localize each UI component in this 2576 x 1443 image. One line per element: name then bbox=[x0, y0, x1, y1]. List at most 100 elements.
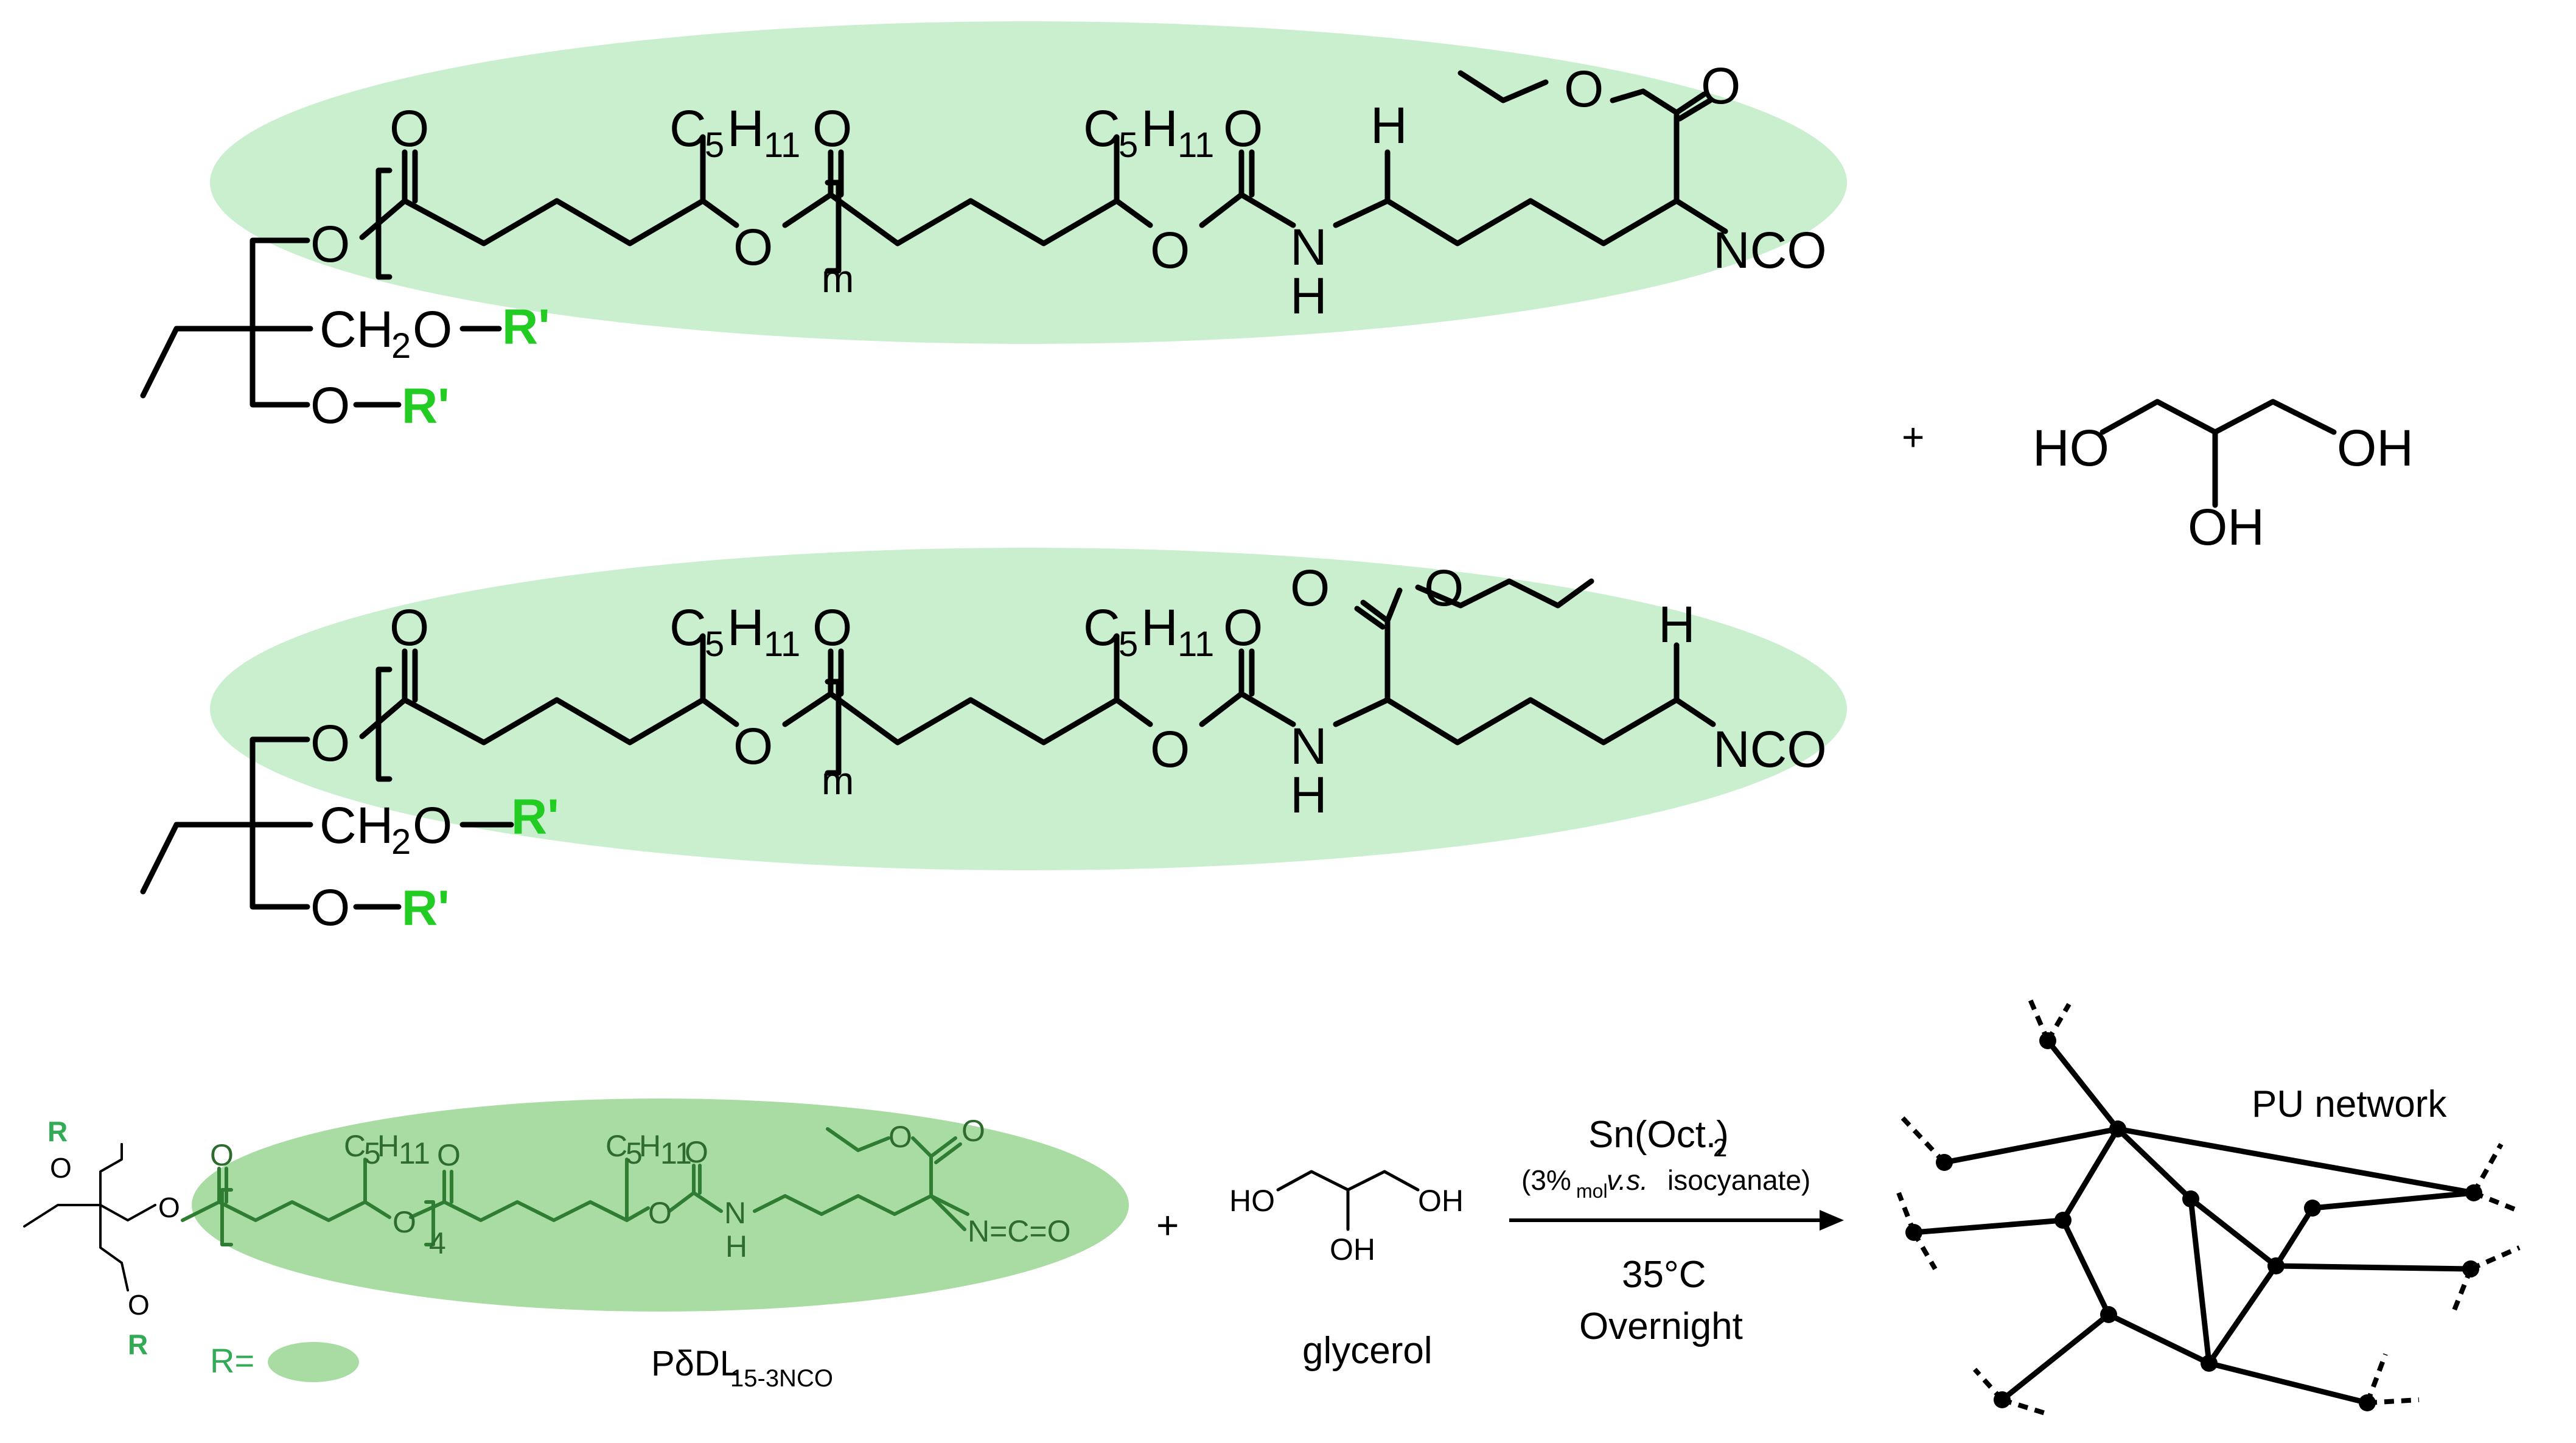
top-repeat-m: m bbox=[822, 257, 854, 301]
svg-text:O: O bbox=[413, 797, 452, 854]
glycerol-small: HO OH OH glycerol bbox=[1229, 1170, 1464, 1372]
svg-text:C: C bbox=[606, 1129, 627, 1163]
svg-text:Sn(Oct.): Sn(Oct.) bbox=[1588, 1114, 1729, 1156]
bottom-c5h11-2: C 5 H 11 bbox=[606, 1129, 692, 1170]
glycerol-small-oh-right: OH bbox=[1418, 1184, 1464, 1218]
mid-r-prime-2: R' bbox=[402, 881, 450, 936]
top-o-ester-3: O bbox=[1150, 222, 1190, 279]
svg-text:5: 5 bbox=[626, 1136, 643, 1170]
top-o-ester-1: O bbox=[310, 215, 350, 273]
glycerol-oh-right: OH bbox=[2337, 419, 2414, 477]
mid-o-carbonyl-4: O bbox=[1290, 559, 1330, 617]
mid-o-carbonyl-3: O bbox=[1223, 599, 1263, 656]
mid-o-ester-3: O bbox=[1150, 721, 1190, 778]
top-o-carbonyl-1: O bbox=[389, 100, 429, 157]
svg-text:H: H bbox=[377, 1129, 399, 1163]
catalyst-label: Sn(Oct.) 2 bbox=[1588, 1114, 1729, 1162]
plus-bottom: + bbox=[1156, 1203, 1179, 1247]
svg-text:5: 5 bbox=[705, 624, 724, 664]
mid-nh-h: H bbox=[1290, 766, 1327, 823]
svg-text:v.s.: v.s. bbox=[1607, 1164, 1648, 1196]
svg-text:2: 2 bbox=[391, 822, 411, 862]
bottom-o-ester-3: O bbox=[648, 1196, 672, 1230]
svg-text:CH: CH bbox=[319, 301, 393, 358]
reaction-arrow: Sn(Oct.) 2 (3% mol v.s. isocyanate) 35°C… bbox=[1509, 1114, 1844, 1347]
bottom-h: H bbox=[725, 1229, 747, 1263]
temperature-label: 35°C bbox=[1622, 1254, 1706, 1296]
bottom-o-ester: O bbox=[158, 1192, 180, 1223]
bottom-o-carbonyl-3: O bbox=[685, 1135, 708, 1169]
svg-text:11: 11 bbox=[764, 624, 800, 664]
mid-c5h11-2: C 5 H 11 bbox=[1083, 599, 1214, 664]
bottom-o-top: O bbox=[50, 1152, 72, 1184]
glycerol-small-oh-bottom: OH bbox=[1330, 1232, 1375, 1267]
mid-r-prime-1: R' bbox=[511, 789, 559, 845]
svg-text:O: O bbox=[413, 301, 452, 358]
middle-structure: O O C 5 H 11 O O m C 5 H 11 O O N H O O … bbox=[140, 548, 1847, 936]
top-r-prime-2: R' bbox=[402, 379, 450, 434]
bottom-r-top: R bbox=[47, 1116, 68, 1147]
bottom-ellipse bbox=[192, 1099, 1129, 1312]
top-c5h11-1: C 5 H 11 bbox=[669, 100, 800, 165]
svg-text:11: 11 bbox=[1178, 624, 1214, 664]
time-label: Overnight bbox=[1579, 1305, 1743, 1347]
svg-text:11: 11 bbox=[399, 1136, 430, 1170]
mid-o-carbonyl-1: O bbox=[389, 599, 429, 656]
top-nh-h: H bbox=[1290, 267, 1327, 324]
svg-text:CH: CH bbox=[319, 797, 393, 854]
glycerol-name: glycerol bbox=[1302, 1330, 1433, 1372]
svg-text:C: C bbox=[1083, 100, 1120, 157]
polymer-name: PδDL 15-3NCO bbox=[651, 1344, 833, 1392]
svg-text:H: H bbox=[727, 599, 764, 656]
mid-o-ethyl: O bbox=[1424, 559, 1464, 617]
svg-text:11: 11 bbox=[1178, 125, 1214, 165]
top-o-lower: O bbox=[310, 377, 350, 434]
top-structure: O O C 5 H 11 O O m C 5 H 11 O O N H H O … bbox=[140, 21, 1847, 434]
pu-network-label: PU network bbox=[2252, 1083, 2447, 1125]
svg-text:5: 5 bbox=[364, 1136, 381, 1170]
bottom-repeat-4: 4 bbox=[429, 1226, 446, 1260]
svg-text:PδDL: PδDL bbox=[651, 1344, 739, 1383]
svg-text:H: H bbox=[1141, 100, 1178, 157]
svg-text:5: 5 bbox=[1119, 624, 1138, 664]
top-o-carbonyl-2: O bbox=[812, 100, 852, 157]
svg-text:isocyanate): isocyanate) bbox=[1667, 1164, 1810, 1196]
svg-text:H: H bbox=[727, 100, 764, 157]
svg-text:11: 11 bbox=[660, 1136, 692, 1170]
top-o-carbonyl-3: O bbox=[1223, 100, 1263, 157]
glycerol-structure-top: HO OH OH bbox=[2033, 399, 2414, 556]
top-n: N bbox=[1290, 218, 1327, 276]
bottom-nco: N=C=O bbox=[968, 1214, 1071, 1248]
mid-c5h11-1: C 5 H 11 bbox=[669, 599, 800, 664]
top-ch2o: CH 2 O bbox=[319, 301, 452, 366]
bottom-polymer: R O O O R O C 5 H 11 O O 4 C 5 H 11 O O … bbox=[23, 1099, 1129, 1392]
top-o-carbonyl-4: O bbox=[1701, 57, 1740, 114]
svg-text:C: C bbox=[669, 599, 707, 656]
mid-o-ester-1: O bbox=[310, 715, 350, 772]
glycerol-small-ho: HO bbox=[1229, 1184, 1275, 1218]
glycerol-ho: HO bbox=[2033, 419, 2109, 477]
glycerol-oh-bottom: OH bbox=[2188, 498, 2264, 556]
mid-n: N bbox=[1290, 718, 1327, 775]
mid-o-lower: O bbox=[310, 879, 350, 936]
svg-text:11: 11 bbox=[764, 125, 800, 165]
svg-text:C: C bbox=[669, 100, 707, 157]
mid-o-ester-2: O bbox=[733, 718, 773, 775]
bottom-o-ester-2: O bbox=[393, 1205, 416, 1239]
bottom-o-carbonyl-4: O bbox=[962, 1114, 985, 1148]
top-r-prime-1: R' bbox=[502, 299, 550, 355]
bottom-o-lower: O bbox=[128, 1289, 150, 1321]
svg-text:2: 2 bbox=[391, 326, 411, 366]
svg-text:5: 5 bbox=[1119, 125, 1138, 165]
bottom-c5h11-1: C 5 H 11 bbox=[344, 1129, 430, 1170]
svg-text:C: C bbox=[1083, 599, 1120, 656]
bottom-r-lower: R bbox=[128, 1329, 148, 1360]
pu-network: PU network bbox=[1896, 997, 2521, 1417]
svg-text:15-3NCO: 15-3NCO bbox=[730, 1365, 833, 1392]
r-equals-ellipse bbox=[268, 1342, 359, 1382]
top-o-ester-2: O bbox=[733, 218, 773, 276]
top-c5h11-2: C 5 H 11 bbox=[1083, 100, 1214, 165]
plus-top: + bbox=[1902, 415, 1924, 459]
svg-text:H: H bbox=[1141, 599, 1178, 656]
